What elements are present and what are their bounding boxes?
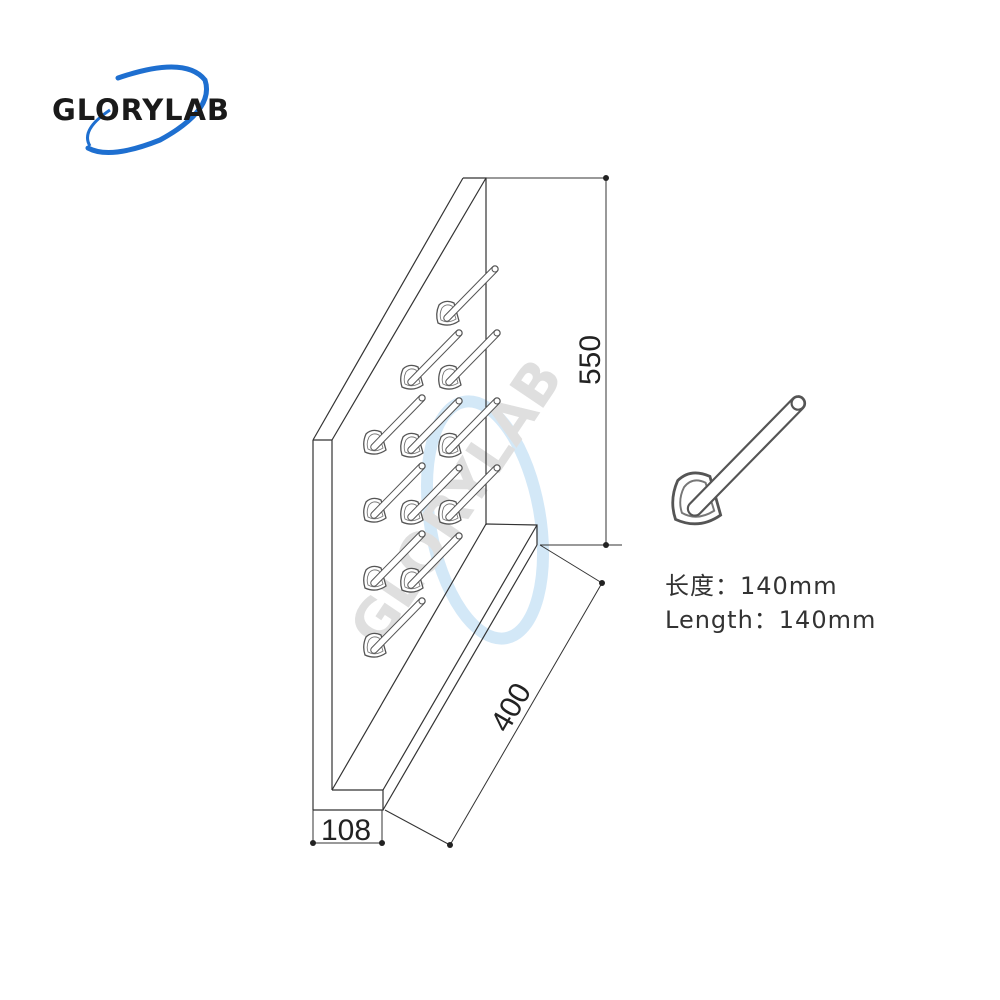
- logo-swoosh: [85, 64, 209, 155]
- hook-length-cn: 长度：140mm: [665, 566, 838, 601]
- hook: [437, 266, 498, 325]
- hook: [439, 330, 500, 389]
- dimension-depth-label: 400: [484, 678, 538, 738]
- hook-length-en-label: Length: [665, 606, 754, 634]
- hook-length-en-value: 140mm: [778, 606, 877, 634]
- separator: ：: [753, 606, 779, 634]
- hook-length-cn-label: 长度: [665, 572, 715, 600]
- dimension-width: 108: [310, 810, 385, 847]
- hook-length-en: Length：140mm: [665, 600, 876, 635]
- dimension-height-label: 550: [574, 335, 607, 385]
- glorylab-logo: GLORYLAB: [52, 64, 230, 155]
- logo-text: GLORYLAB: [52, 93, 230, 127]
- dimension-width-label: 108: [321, 814, 371, 847]
- dimension-height: 550: [486, 175, 622, 548]
- board-outline: [312, 177, 538, 811]
- logo-swoosh-tail: [86, 108, 111, 147]
- watermark-arc: [420, 395, 550, 645]
- hook-length-cn-value: 140mm: [740, 572, 838, 600]
- hook-detail: [673, 397, 805, 524]
- separator: ：: [715, 572, 740, 600]
